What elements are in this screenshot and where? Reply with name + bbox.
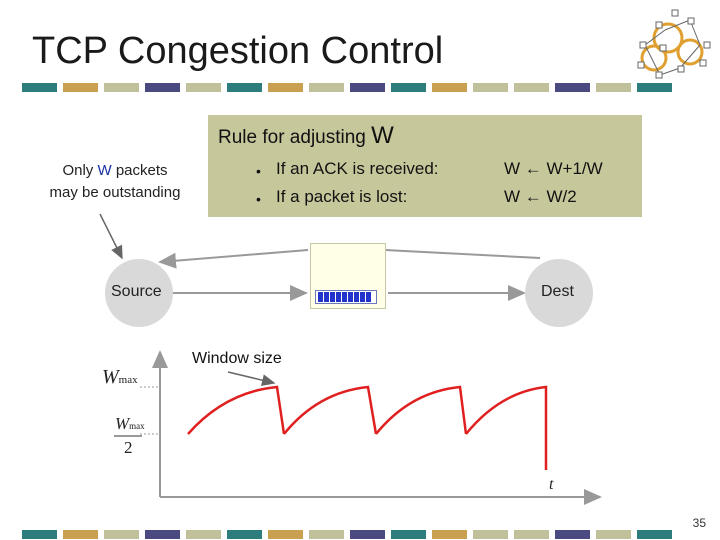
rule-action-ack: W ← W+1/W — [504, 159, 603, 178]
rule-box — [208, 115, 642, 217]
source-node — [105, 259, 173, 327]
cwnd-curve-4 — [465, 385, 548, 470]
outstanding-note: Only W packets may be outstanding — [22, 160, 208, 204]
rule-condition-ack: If an ACK is received: — [276, 159, 439, 178]
whalf-denominator: 2 — [124, 438, 133, 457]
cwnd-curve-2 — [283, 385, 378, 435]
cwnd-curve-3 — [375, 385, 468, 435]
cwnd-curve-1 — [187, 385, 286, 435]
time-axis-label: t — [549, 476, 554, 493]
ack-return-arrow-left — [158, 249, 309, 269]
rule-heading: Rule for adjusting W — [218, 122, 394, 150]
bullet-icon: • — [256, 163, 261, 179]
ack-return-arrow — [384, 249, 541, 259]
rule-heading-var: W — [371, 122, 394, 149]
window-pointer — [227, 371, 276, 387]
window-size-label: Window size — [192, 350, 282, 367]
router-queue — [315, 290, 377, 304]
page-number: 35 — [692, 516, 706, 530]
source-label: Source — [111, 283, 162, 300]
outstanding-note-line2: may be outstanding — [49, 184, 181, 201]
dest-node — [525, 259, 593, 327]
outstanding-note-line1: Only W packets — [62, 162, 168, 179]
note-pointer-arrow — [99, 213, 123, 260]
wmax-label: Wmax — [102, 366, 138, 388]
rule-action-loss: W ← W/2 — [504, 187, 577, 206]
bullet-icon: • — [256, 191, 261, 207]
rule-condition-loss: If a packet is lost: — [276, 187, 408, 206]
bottom-color-bar — [22, 530, 672, 539]
top-color-bar — [22, 83, 672, 92]
slide-title: TCP Congestion Control — [32, 30, 444, 72]
whalf-label: Wmax — [115, 414, 145, 433]
dest-label: Dest — [541, 283, 574, 300]
rule-heading-text: Rule for adjusting — [218, 127, 366, 148]
